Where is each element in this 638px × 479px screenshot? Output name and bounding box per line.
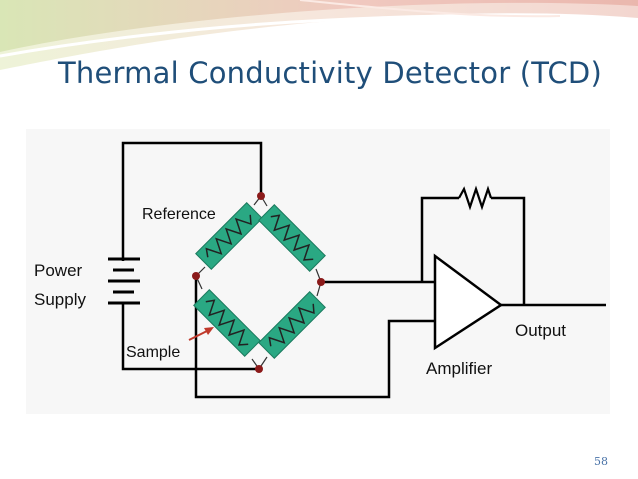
label-amplifier: Amplifier xyxy=(426,359,492,378)
sample-arrow-icon xyxy=(188,327,214,341)
label-power: Power xyxy=(34,261,83,280)
label-reference: Reference xyxy=(142,206,216,223)
feedback-resistor xyxy=(458,185,493,211)
label-supply: Supply xyxy=(34,290,86,309)
resistor-bottom-right xyxy=(258,291,326,359)
amplifier-triangle xyxy=(433,253,504,351)
bridge-junctions xyxy=(192,192,325,373)
resistor-top-left xyxy=(195,202,263,270)
power-supply-battery xyxy=(108,257,140,305)
resistor-bottom-left xyxy=(193,289,261,357)
top-banner-decoration xyxy=(0,0,638,70)
slide-title: Thermal Conductivity Detector (TCD) xyxy=(58,56,602,90)
resistor-top-right xyxy=(258,204,326,272)
circuit-wires xyxy=(121,141,606,399)
page-number: 58 xyxy=(594,455,608,468)
label-output: Output xyxy=(515,321,566,340)
label-sample: Sample xyxy=(126,344,180,361)
tcd-circuit-diagram: Reference Power Supply Sample Output Amp… xyxy=(26,129,610,414)
